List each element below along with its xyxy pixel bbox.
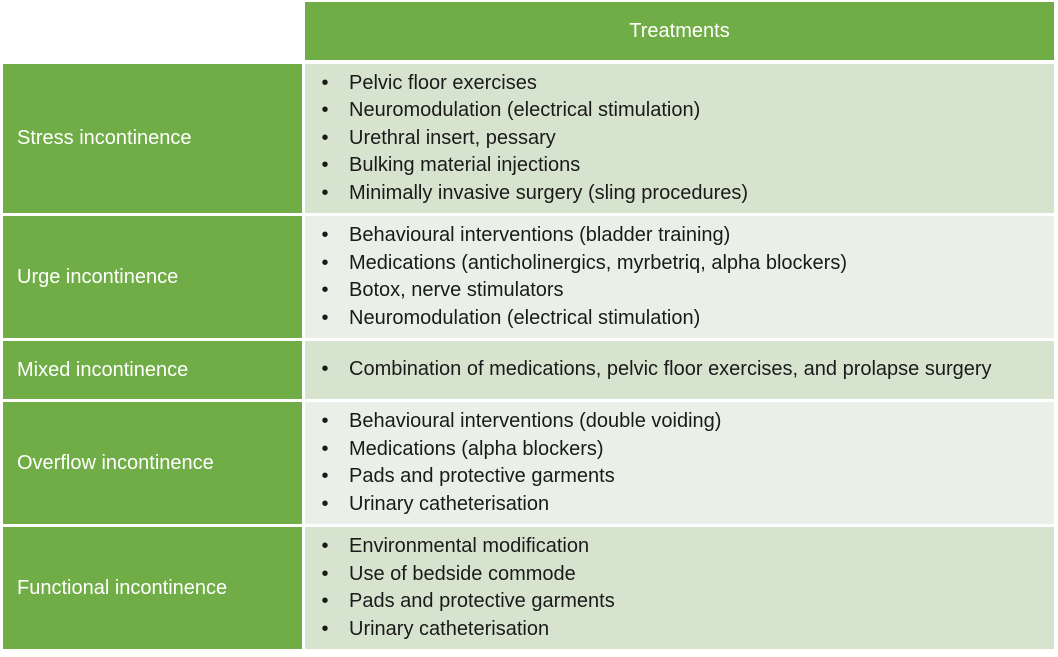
list-item: •Neuromodulation (electrical stimulation…	[317, 97, 748, 125]
row-label-cell: Mixed incontinence	[3, 341, 302, 399]
list-item: •Medications (alpha blockers)	[317, 436, 721, 464]
list-item: •Pads and protective garments	[317, 463, 721, 491]
bullet-icon: •	[321, 154, 329, 177]
treatments-header-label: Treatments	[629, 19, 730, 42]
row-label: Stress incontinence	[17, 127, 192, 149]
table-row-mixed: Mixed incontinence •Combination of medic…	[0, 341, 1058, 399]
row-label: Overflow incontinence	[17, 451, 214, 474]
row-label: Functional incontinence	[17, 576, 228, 599]
treatment-list-cell: •Environmental modification •Use of beds…	[305, 527, 1054, 649]
bullet-icon: •	[321, 251, 329, 274]
bullet-icon: •	[321, 71, 329, 94]
bullet-icon: •	[321, 562, 329, 585]
list-item: •Behavioural interventions (double voidi…	[317, 408, 721, 436]
header-corner-cell	[0, 0, 303, 62]
list-item: •Neuromodulation (electrical stimulation…	[317, 305, 847, 333]
table-header-row: Treatments	[0, 0, 1058, 62]
bullet-icon: •	[321, 590, 329, 612]
row-label-cell: Functional incontinence	[3, 527, 302, 649]
list-item: •Urinary catheterisation	[317, 491, 721, 519]
bullet-icon: •	[321, 465, 329, 487]
bullet-icon: •	[321, 410, 329, 432]
treatment-list: •Behavioural interventions (double voidi…	[305, 408, 721, 518]
treatment-list-cell: •Behavioural interventions (double voidi…	[305, 402, 1054, 524]
row-label-cell: Overflow incontinence	[3, 402, 302, 524]
bullet-icon: •	[321, 181, 329, 204]
bullet-icon: •	[321, 99, 329, 122]
treatment-list: •Environmental modification •Use of beds…	[305, 533, 615, 644]
treatment-list-cell: •Combination of medications, pelvic floo…	[305, 341, 1054, 399]
list-item: •Pelvic floor exercises	[317, 70, 748, 98]
bullet-icon: •	[321, 535, 329, 557]
table-row-urge: Urge incontinence •Behavioural intervent…	[0, 216, 1058, 338]
bullet-icon: •	[321, 224, 329, 246]
treatment-list: •Pelvic floor exercises •Neuromodulation…	[305, 70, 748, 208]
bullet-icon: •	[321, 437, 329, 460]
row-label-cell: Stress incontinence	[3, 64, 302, 213]
list-item: •Bulking material injections	[317, 152, 748, 180]
treatment-list-cell: •Pelvic floor exercises •Neuromodulation…	[305, 64, 1054, 213]
bullet-icon: •	[321, 617, 329, 640]
table-row-overflow: Overflow incontinence •Behavioural inter…	[0, 402, 1058, 524]
list-item: •Urethral insert, pessary	[317, 125, 748, 153]
list-item: •Minimally invasive surgery (sling proce…	[317, 180, 748, 208]
table-row-stress: Stress incontinence •Pelvic floor exerci…	[0, 64, 1058, 213]
row-label: Mixed incontinence	[17, 358, 189, 381]
list-item: •Botox, nerve stimulators	[317, 277, 847, 305]
list-item: •Urinary catheterisation	[317, 616, 615, 644]
row-label: Urge incontinence	[17, 265, 179, 288]
treatment-list: •Combination of medications, pelvic floo…	[305, 356, 991, 384]
bullet-icon: •	[321, 358, 329, 381]
list-item: •Use of bedside commode	[317, 561, 615, 589]
bullet-icon: •	[321, 492, 329, 515]
treatment-list-cell: •Behavioural interventions (bladder trai…	[305, 216, 1054, 338]
list-item: •Combination of medications, pelvic floo…	[317, 356, 991, 384]
table-row-functional: Functional incontinence •Environmental m…	[0, 527, 1058, 649]
list-item: •Pads and protective garments	[317, 588, 614, 616]
bullet-icon: •	[321, 126, 329, 149]
list-item: •Behavioural interventions (bladder trai…	[317, 222, 847, 250]
bullet-icon: •	[321, 306, 329, 329]
row-label-cell: Urge incontinence	[3, 216, 302, 338]
bullet-icon: •	[321, 279, 329, 301]
list-item: •Medications (anticholinergics, myrbetri…	[317, 250, 847, 278]
treatment-list: •Behavioural interventions (bladder trai…	[305, 222, 847, 332]
treatments-header: Treatments	[305, 2, 1054, 60]
list-item: •Environmental modification	[317, 533, 615, 561]
